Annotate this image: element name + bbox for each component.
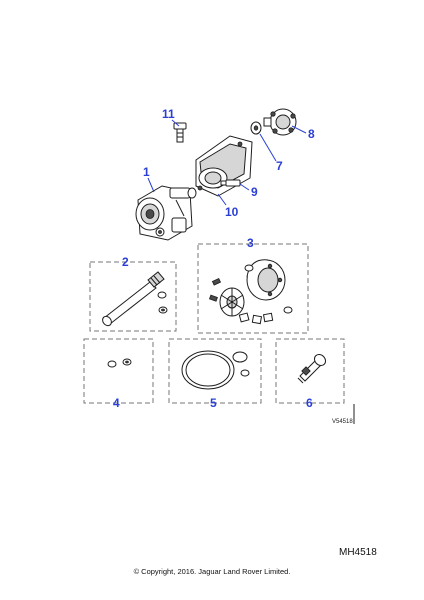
callout-1: 1 [143,165,155,193]
part-3-bearing-ring [246,259,286,301]
callout-8: 8 [291,125,315,141]
kit-5-box [168,338,262,404]
part-2-shaft [102,271,165,327]
svg-text:5: 5 [210,396,217,410]
part-7-washer [250,121,262,135]
callout-7: 7 [259,133,283,173]
callout-10: 10 [217,193,239,219]
svg-text:4: 4 [113,396,120,410]
callout-2: 2 [122,255,129,269]
part-3-vane-rotor [219,287,245,317]
svg-text:1: 1 [143,165,150,179]
svg-text:6: 6 [306,396,313,410]
part-11-bolt [173,122,187,143]
callout-4: 4 [113,396,120,410]
reference-code: MH4518 [339,547,377,558]
svg-text:10: 10 [225,205,239,219]
callout-11: 11 [162,107,180,127]
svg-text:11: 11 [162,107,175,121]
part-9-bolt [220,179,241,187]
copyright-notice: © Copyright, 2016. Jaguar Land Rover Lim… [133,567,291,576]
svg-text:8: 8 [308,127,315,141]
callout-3: 3 [247,236,254,250]
svg-text:2: 2 [122,255,129,269]
part-1-gear-box [135,185,197,241]
part-8-coupling [263,108,297,136]
drawing-code: V54518 [332,404,355,425]
callout-6: 6 [306,396,313,410]
callout-9: 9 [239,183,258,199]
svg-text:9: 9 [251,185,258,199]
svg-text:V54518: V54518 [332,419,353,425]
svg-text:3: 3 [247,236,254,250]
svg-text:7: 7 [276,159,283,173]
kit-6-box [275,338,345,404]
kit-2-box [89,261,177,332]
callout-5: 5 [210,396,217,410]
part-6-valve [297,353,327,384]
kit-3-box [197,243,309,334]
kit-4-box [83,338,154,404]
